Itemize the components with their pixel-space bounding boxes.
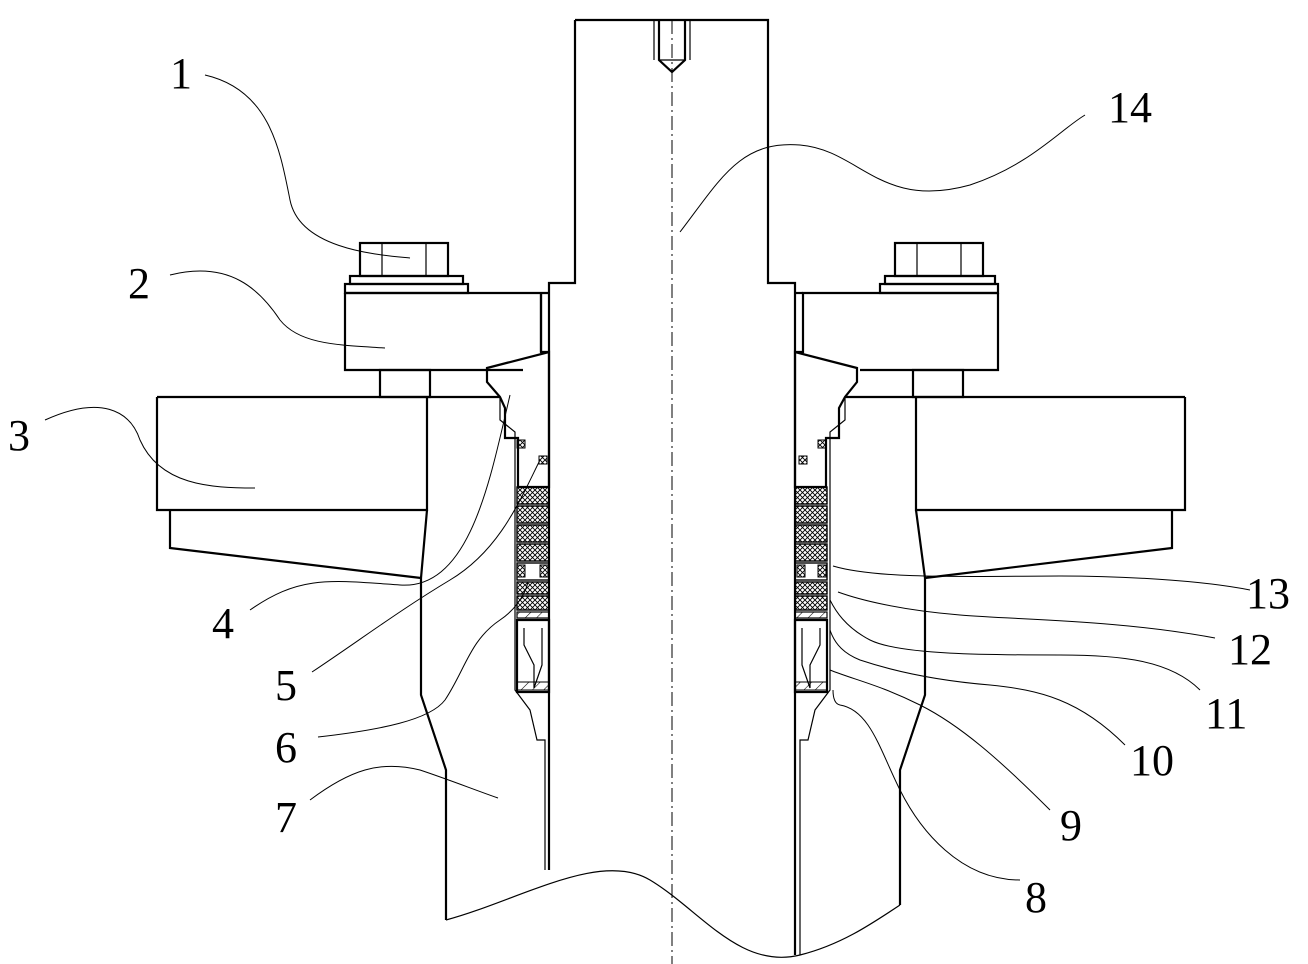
label-2: 2 <box>128 259 150 308</box>
label-8: 8 <box>1025 873 1047 922</box>
label-13: 13 <box>1246 569 1290 618</box>
housing-part-3 <box>155 395 1187 580</box>
label-12: 12 <box>1228 625 1272 674</box>
body-part-7 <box>419 397 927 955</box>
shaft-part-14 <box>445 18 901 958</box>
leader-lines <box>44 74 1251 881</box>
seal-ring-right <box>793 350 859 489</box>
bolt-right <box>878 241 1000 295</box>
label-11: 11 <box>1205 689 1247 738</box>
label-7: 7 <box>275 793 297 842</box>
label-6: 6 <box>275 723 297 772</box>
seal-ring-left <box>485 350 551 489</box>
packing-stack-left <box>515 486 551 694</box>
label-10: 10 <box>1130 736 1174 785</box>
label-4: 4 <box>212 599 234 648</box>
part-number-labels: 1 2 3 4 5 6 7 8 9 10 11 12 13 14 <box>8 49 1290 922</box>
packing-stack-right <box>793 486 829 694</box>
bolt-left-part-1 <box>343 241 470 295</box>
label-1: 1 <box>170 49 192 98</box>
gland-plate-part-2 <box>343 291 1000 399</box>
label-14: 14 <box>1108 83 1152 132</box>
label-9: 9 <box>1060 801 1082 850</box>
label-3: 3 <box>8 411 30 460</box>
label-5: 5 <box>275 661 297 710</box>
